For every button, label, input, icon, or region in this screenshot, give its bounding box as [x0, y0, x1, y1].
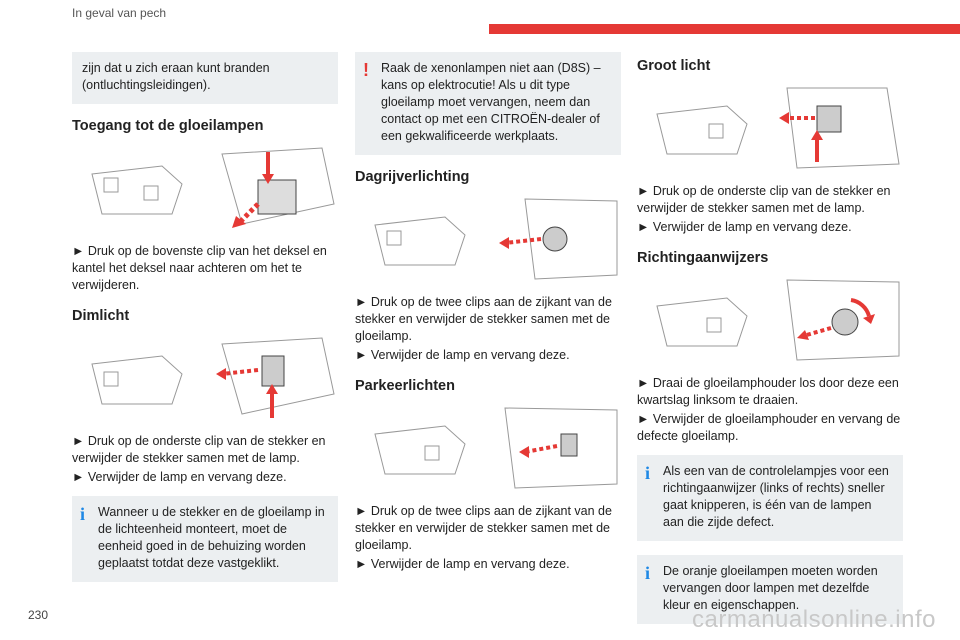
high-title: Groot licht	[637, 58, 711, 74]
high-step-2: ► Verwijder de lamp en vervang deze.	[637, 220, 852, 234]
turn-step-2: ► Verwijder de gloeilamphouder en vervan…	[637, 412, 901, 443]
dimlicht-info-box: i Wanneer u de stekker en de gloeilamp i…	[72, 496, 338, 582]
dimlicht-info-text: Wanneer u de stekker en de gloeilamp in …	[98, 505, 325, 570]
warning-icon: !	[363, 60, 369, 80]
day-step-2: ► Verwijder de lamp en vervang deze.	[355, 348, 570, 362]
park-title: Parkeerlichten	[355, 378, 455, 394]
column-2: ! Raak de xenonlampen niet aan (D8S) – k…	[355, 52, 621, 575]
turn-signal-illustration	[656, 279, 900, 361]
high-beam-illustration	[656, 87, 900, 169]
info-icon: i	[80, 504, 86, 524]
day-step-1: ► Druk op de twee clips aan de zijkant v…	[355, 295, 612, 343]
page-number: 230	[28, 608, 49, 622]
dimlicht-step-2: ► Verwijder de lamp en vervang deze.	[72, 470, 287, 484]
parking-light-illustration	[374, 407, 618, 489]
intro-box: zijn dat u zich eraan kunt branden (ontl…	[72, 52, 338, 104]
daytime-light-illustration	[374, 198, 618, 280]
turn-step-1: ► Draai de gloeilamphouder los door deze…	[637, 376, 899, 407]
watermark: carmanualsonline.info	[692, 606, 936, 633]
column-3: Groot licht ► Druk op de onderste clip v…	[637, 52, 903, 638]
turn-info-box-1: i Als een van de controlelampjes voor ee…	[637, 455, 903, 541]
info-icon: i	[645, 563, 651, 583]
low-beam-illustration	[91, 337, 335, 418]
accent-bar	[489, 24, 960, 34]
section-header: In geval van pech	[72, 6, 167, 20]
park-step-1: ► Druk op de twee clips aan de zijkant v…	[355, 504, 612, 552]
access-step-1: ► Druk op de bovenste clip van het dekse…	[72, 244, 327, 292]
xenon-warning-box: ! Raak de xenonlampen niet aan (D8S) – k…	[355, 52, 621, 155]
access-title: Toegang tot de gloeilampen	[72, 118, 264, 134]
high-step-1: ► Druk op de onderste clip van de stekke…	[637, 184, 891, 215]
turn-title: Richtingaanwijzers	[637, 250, 769, 266]
day-title: Dagrijverlichting	[355, 169, 470, 185]
turn-info-text-1: Als een van de controlelampjes voor een …	[663, 464, 889, 529]
park-step-2: ► Verwijder de lamp en vervang deze.	[355, 557, 570, 571]
info-icon: i	[645, 463, 651, 483]
dimlicht-step-1: ► Druk op de onderste clip van de stekke…	[72, 434, 326, 465]
headlamp-cover-illustration	[91, 147, 335, 228]
xenon-warning-text: Raak de xenonlampen niet aan (D8S) – kan…	[381, 61, 601, 143]
turn-info-box-2: i De oranje gloeilampen moeten worden ve…	[637, 555, 903, 624]
dimlicht-title: Dimlicht	[72, 308, 130, 324]
turn-info-text-2: De oranje gloeilampen moeten worden verv…	[663, 564, 878, 612]
column-1: zijn dat u zich eraan kunt branden (ontl…	[72, 52, 338, 596]
